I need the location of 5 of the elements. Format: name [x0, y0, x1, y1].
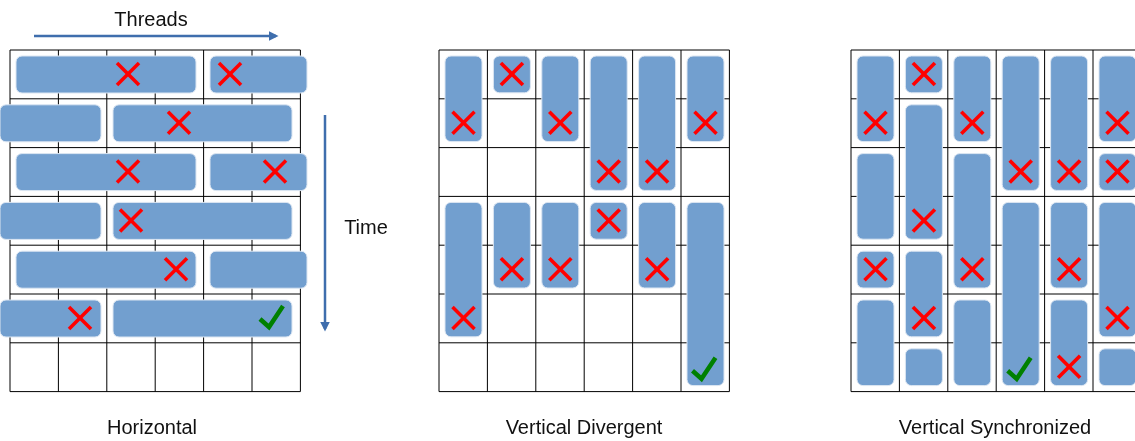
- panel-caption: Vertical Divergent: [504, 415, 664, 440]
- panel-caption: Horizontal: [105, 415, 198, 440]
- axis-label: Threads: [113, 7, 189, 32]
- axis-label: Time: [343, 215, 389, 240]
- panel-caption: Vertical Synchronized: [897, 415, 1093, 440]
